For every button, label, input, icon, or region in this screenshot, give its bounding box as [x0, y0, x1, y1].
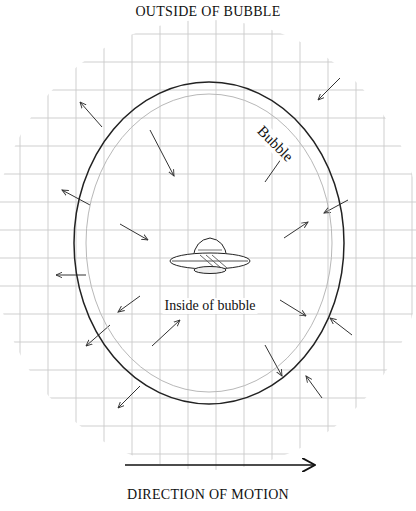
motion-arrow: [125, 464, 315, 466]
spacetime-grid: [0, 0, 416, 480]
bubble-region: BubbleInside of bubble: [72, 80, 346, 406]
spaceship: [170, 238, 250, 274]
bubble-label: Bubble: [252, 121, 297, 166]
motion-label: DIRECTION OF MOTION: [124, 487, 292, 503]
bubble-outline: [72, 80, 346, 406]
region-label: OUTSIDE OF BUBBLE: [132, 4, 283, 20]
interior-label: Inside of bubble: [163, 298, 258, 314]
force-arrows: [56, 78, 352, 408]
